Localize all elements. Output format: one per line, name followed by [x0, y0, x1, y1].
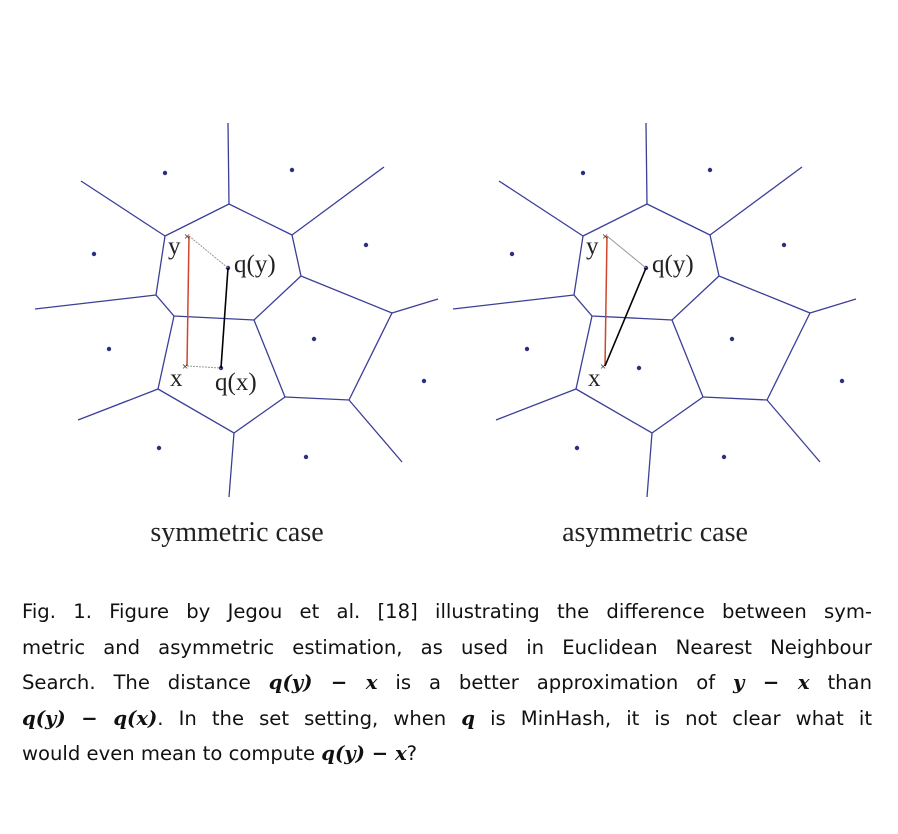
x-cross-marker: × [182, 361, 188, 373]
caption-line: metric and asymmetric estimation, as use… [22, 635, 872, 659]
true-distance-line [604, 235, 608, 367]
caption-text: would even mean to compute [22, 742, 322, 765]
caption-line: Search. The distance q(y) − x is a bette… [22, 665, 872, 701]
caption-line: q(y) − q(x). In the set setting, when q … [22, 701, 872, 737]
label-qy: q(y) [234, 251, 276, 278]
label-y: y [168, 233, 181, 260]
caption-line: would even mean to compute q(y) − x? [22, 736, 872, 772]
caption-text: is a better approximation of [377, 671, 734, 694]
y-to-qy-line [606, 235, 647, 269]
y-cross-marker: × [602, 231, 608, 243]
caption-text: than [809, 671, 872, 694]
voronoi-cells [452, 122, 857, 498]
asymmetric-case-label: asymmetric case [562, 517, 748, 548]
label-x: x [170, 365, 183, 392]
voronoi-cells [34, 122, 439, 498]
caption-text: is MinHash, it is not clear what it [475, 706, 872, 730]
asymmetric-panel: × × y q(y) x asymmetric case [452, 122, 857, 548]
label-qy: q(y) [652, 251, 694, 278]
caption-line: Fig. 1. Figure by Jegou et al. [18] illu… [22, 600, 872, 623]
symmetric-case-label: symmetric case [150, 517, 323, 548]
y-cross-marker: × [184, 231, 190, 243]
label-y: y [586, 233, 599, 260]
voronoi-figure: × × y q(y) x q(x) symmetric case × × y q… [34, 122, 857, 548]
symmetric-estimate-line [220, 267, 229, 369]
math-expression: q(y) − q(x) [22, 706, 158, 730]
symmetric-panel: × × y q(y) x q(x) symmetric case [34, 122, 439, 548]
x-to-qx-line [186, 365, 222, 369]
math-expression: q(y) − x [268, 671, 378, 694]
caption-text: ? [406, 742, 418, 765]
math-expression: q(y) − x [321, 742, 407, 765]
math-expression: y − x [733, 671, 810, 694]
true-distance-line [186, 235, 190, 367]
caption-text: . In the set setting, when [157, 706, 462, 730]
math-expression: q [461, 706, 475, 730]
y-to-qy-line [188, 235, 229, 269]
label-qx: q(x) [215, 369, 257, 396]
label-x: x [588, 365, 601, 392]
x-cross-marker: × [600, 361, 606, 373]
caption-text: Search. The distance [22, 671, 269, 694]
figure-caption: Fig. 1. Figure by Jegou et al. [18] illu… [22, 594, 872, 772]
asymmetric-estimate-line [604, 267, 647, 367]
